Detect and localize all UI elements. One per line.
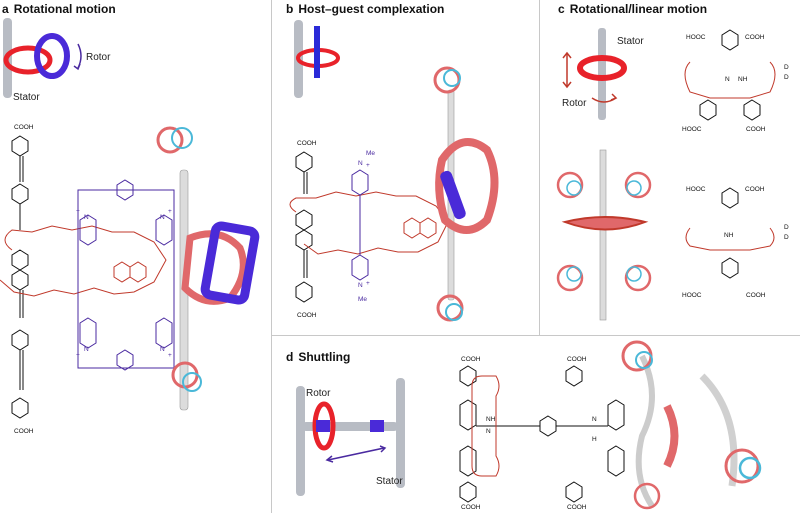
panel-c-title-text: Rotational/linear motion <box>569 2 708 16</box>
cooh-label-d2: COOH <box>567 356 587 363</box>
crystal-render-c <box>556 149 652 321</box>
plus-label-4: + <box>168 352 172 359</box>
n-label-2: N <box>160 214 165 221</box>
nh-label-c: NH <box>738 76 748 83</box>
cooh-top-label: COOH <box>14 124 34 131</box>
rotor-ring-blue <box>34 33 70 79</box>
cooh-label-d3: COOH <box>461 504 481 511</box>
plus-label-1: + <box>76 208 80 215</box>
structure-c-top <box>684 29 776 121</box>
panel-c-schematic <box>556 28 776 321</box>
stator-label: Stator <box>13 92 40 103</box>
crystal-render-d <box>621 340 762 510</box>
panel-c-title: c Rotational/linear motion <box>558 2 707 16</box>
panel-a-title-text: Rotational motion <box>13 2 116 16</box>
n-label-d1: N <box>486 428 491 435</box>
n-label-d2: N <box>592 416 597 423</box>
panel-a-schematic <box>0 18 260 419</box>
rotor-ring-red <box>3 45 53 75</box>
d-label-2: D <box>784 74 789 81</box>
me-top-label: Me <box>366 150 376 157</box>
n-label-1: N <box>84 214 89 221</box>
d-label-4: D <box>784 234 789 241</box>
viologen-guest <box>351 169 369 281</box>
d-label-1: D <box>784 64 789 71</box>
panel-a-letter: a <box>2 2 9 16</box>
crown-ether <box>0 225 167 297</box>
panel-d-letter: d <box>286 350 294 364</box>
cooh-label-2: COOH <box>746 126 766 133</box>
panel-a-title: a Rotational motion <box>2 2 116 16</box>
panel-d: d Shuttling <box>272 336 800 513</box>
rotor-label-c: Rotor <box>562 98 587 109</box>
panel-c: c Rotational/linear motion <box>540 0 800 335</box>
panel-b-title: b Host–guest complexation <box>286 2 444 16</box>
panel-d-title: d Shuttling <box>286 350 350 364</box>
panel-c-letter: c <box>558 2 565 16</box>
cooh-label-1: COOH <box>745 34 765 41</box>
structure-d <box>459 365 625 503</box>
cooh-label-d1: COOH <box>461 356 481 363</box>
cooh-label-d4: COOH <box>567 504 587 511</box>
panel-d-title-text: Shuttling <box>298 350 351 364</box>
rotor-label-d: Rotor <box>306 388 331 399</box>
n-label-3: N <box>84 346 89 353</box>
panel-b-schematic <box>289 20 499 322</box>
hooc-label-3: HOOC <box>686 186 706 193</box>
axle-structure <box>11 135 29 419</box>
cooh-label-4: COOH <box>746 292 766 299</box>
panel-b: b Host–guest complexation <box>272 0 539 335</box>
panel-d-schematic <box>296 340 762 510</box>
me-bottom-label: Me <box>358 296 368 303</box>
plus-top-label: + <box>366 162 370 169</box>
crystal-render-a <box>156 126 260 411</box>
hooc-label-2: HOOC <box>682 126 702 133</box>
divider-horizontal-d <box>271 335 800 336</box>
crown-ether-b <box>289 191 449 255</box>
panel-b-title-text: Host–guest complexation <box>298 2 445 16</box>
plus-bottom-label: + <box>366 280 370 287</box>
guest-structure <box>295 151 313 303</box>
plus-label-2: + <box>168 208 172 215</box>
cyclophane-box <box>77 179 175 371</box>
hooc-label-4: HOOC <box>682 292 702 299</box>
structure-c-bottom <box>685 187 775 279</box>
n-label-c: N <box>725 76 730 83</box>
hooc-label-1: HOOC <box>686 34 706 41</box>
plus-label-3: + <box>76 352 80 359</box>
panel-b-letter: b <box>286 2 294 16</box>
stator-label-c: Stator <box>617 36 644 47</box>
n-label-4: N <box>160 346 165 353</box>
nh-label-c2: NH <box>724 232 734 239</box>
n-top-label: N <box>358 160 363 167</box>
n-bottom-label: N <box>358 282 363 289</box>
cooh-bottom-label: COOH <box>14 428 34 435</box>
d-label-3: D <box>784 224 789 231</box>
nh-label-d1: NH <box>486 416 496 423</box>
crown-ether-d <box>471 375 500 477</box>
stator-label-d: Stator <box>376 476 403 487</box>
crystal-render-b <box>433 66 499 322</box>
divider-vertical-b <box>539 0 540 335</box>
nh-label-d2: H <box>592 436 597 443</box>
cooh-top-label-b: COOH <box>297 140 317 147</box>
panel-a: a Rotational motion <box>0 0 271 513</box>
cooh-label-3: COOH <box>745 186 765 193</box>
rotor-label: Rotor <box>86 52 111 63</box>
divider-vertical-a <box>271 0 272 513</box>
cooh-bottom-label-b: COOH <box>297 312 317 319</box>
